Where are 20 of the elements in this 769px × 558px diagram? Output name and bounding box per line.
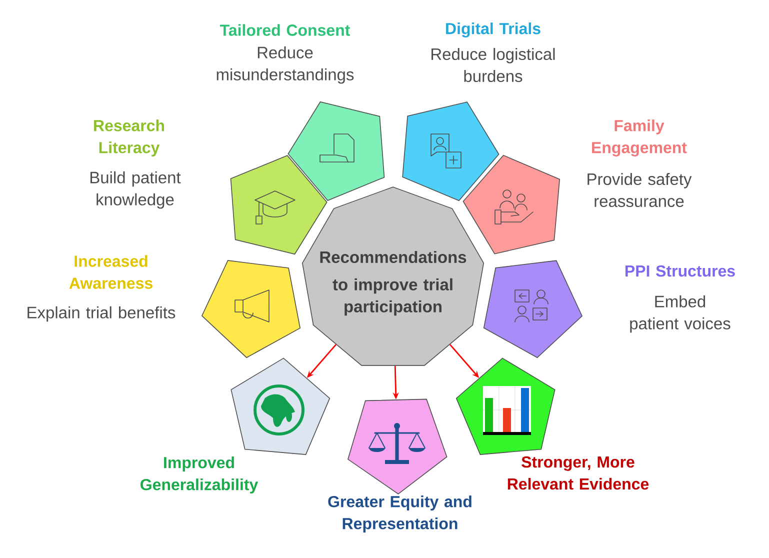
center-label: Recommendations [320, 250, 466, 264]
description: Explain trial benefits [28, 306, 176, 322]
description: Embed patient voices [630, 295, 730, 333]
heading: Greater Equity and Representation [328, 496, 472, 532]
heading: Stronger, More Relevant Evidence [508, 456, 649, 490]
pentagon-shape [348, 398, 448, 494]
heading: Tailored Consent [220, 24, 350, 36]
nonagon-shape [302, 186, 484, 366]
heading: Digital Trials [446, 22, 540, 38]
description: Reduce misunderstandings [216, 46, 354, 84]
description: Reduce logistical burdens [432, 48, 555, 82]
heading: Research Literacy [94, 120, 164, 156]
description: Provide safety reassurance [588, 172, 692, 208]
heading: Improved Generalizability [140, 456, 258, 494]
center-label: to improve trial participation [332, 278, 452, 316]
description: Build patient knowledge [90, 171, 181, 209]
pentagon-shape [402, 102, 500, 202]
heading: PPI Structures [626, 265, 735, 277]
heading: Family Engagement [592, 120, 687, 156]
heading: Increased Awareness [69, 255, 152, 289]
